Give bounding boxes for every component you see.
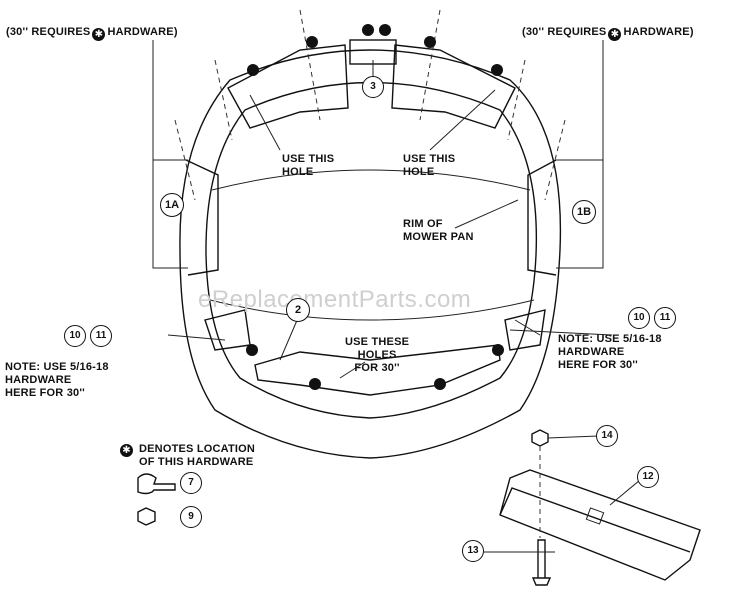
bottom-right-plate [504,309,546,351]
bottom-bracket [254,344,501,396]
rim-of-mower-pan: RIM OF MOWER PAN [403,218,474,243]
mower-pan-rim [205,81,538,419]
callout-1a: 1A [160,193,184,217]
callout-13: 13 [462,540,484,562]
requires-hardware-right: (30'' REQUIRES✱HARDWARE) [522,26,694,41]
hardware-star-markers [246,24,504,390]
mounting-plate [499,469,701,581]
note-right: NOTE: USE 5/16-18 HARDWARE HERE FOR 30'' [558,333,662,371]
callout-11-left: 11 [90,325,112,347]
carriage-bolt [137,473,176,495]
callout-1b: 1B [572,200,596,224]
use-this-hole-right: USE THIS HOLE [403,153,456,178]
legend-denotes: ✱ DENOTES LOCATION OF THIS HARDWARE [120,443,255,469]
note-left: NOTE: USE 5/16-18 HARDWARE HERE FOR 30'' [5,361,109,399]
mower-pan-inner-lip [211,169,531,191]
callout-10-right: 10 [628,307,650,329]
callout-12: 12 [637,466,659,488]
plate-bolt [531,539,552,586]
top-right-bracket [391,44,516,129]
callout-2: 2 [286,298,310,322]
callout-3: 3 [362,76,384,98]
star-in-circle-icon: ✱ [608,28,622,41]
bracket-line-1a [152,40,188,269]
use-this-hole-left: USE THIS HOLE [282,153,335,178]
use-these-holes: USE THESE HOLES FOR 30'' [345,336,410,374]
callout-14: 14 [596,425,618,447]
callout-7: 7 [180,472,202,494]
bottom-left-plate [204,309,251,351]
callout-11-right: 11 [654,307,676,329]
plate-square-hole [585,507,605,525]
star-in-circle-icon: ✱ [92,28,106,41]
star-in-circle-icon: ✱ [120,444,133,457]
bracket-line-1b [556,40,604,269]
plate-nut [531,429,549,447]
watermark: eReplacementParts.com [198,286,472,313]
left-side-bracket [185,159,219,276]
top-left-bracket [227,44,349,129]
callout-10-left: 10 [64,325,86,347]
hex-nut [137,507,156,526]
callout-9: 9 [180,506,202,528]
requires-hardware-left: (30'' REQUIRES✱HARDWARE) [6,26,178,41]
mower-pan-outer [179,49,562,459]
right-side-bracket [527,159,557,276]
